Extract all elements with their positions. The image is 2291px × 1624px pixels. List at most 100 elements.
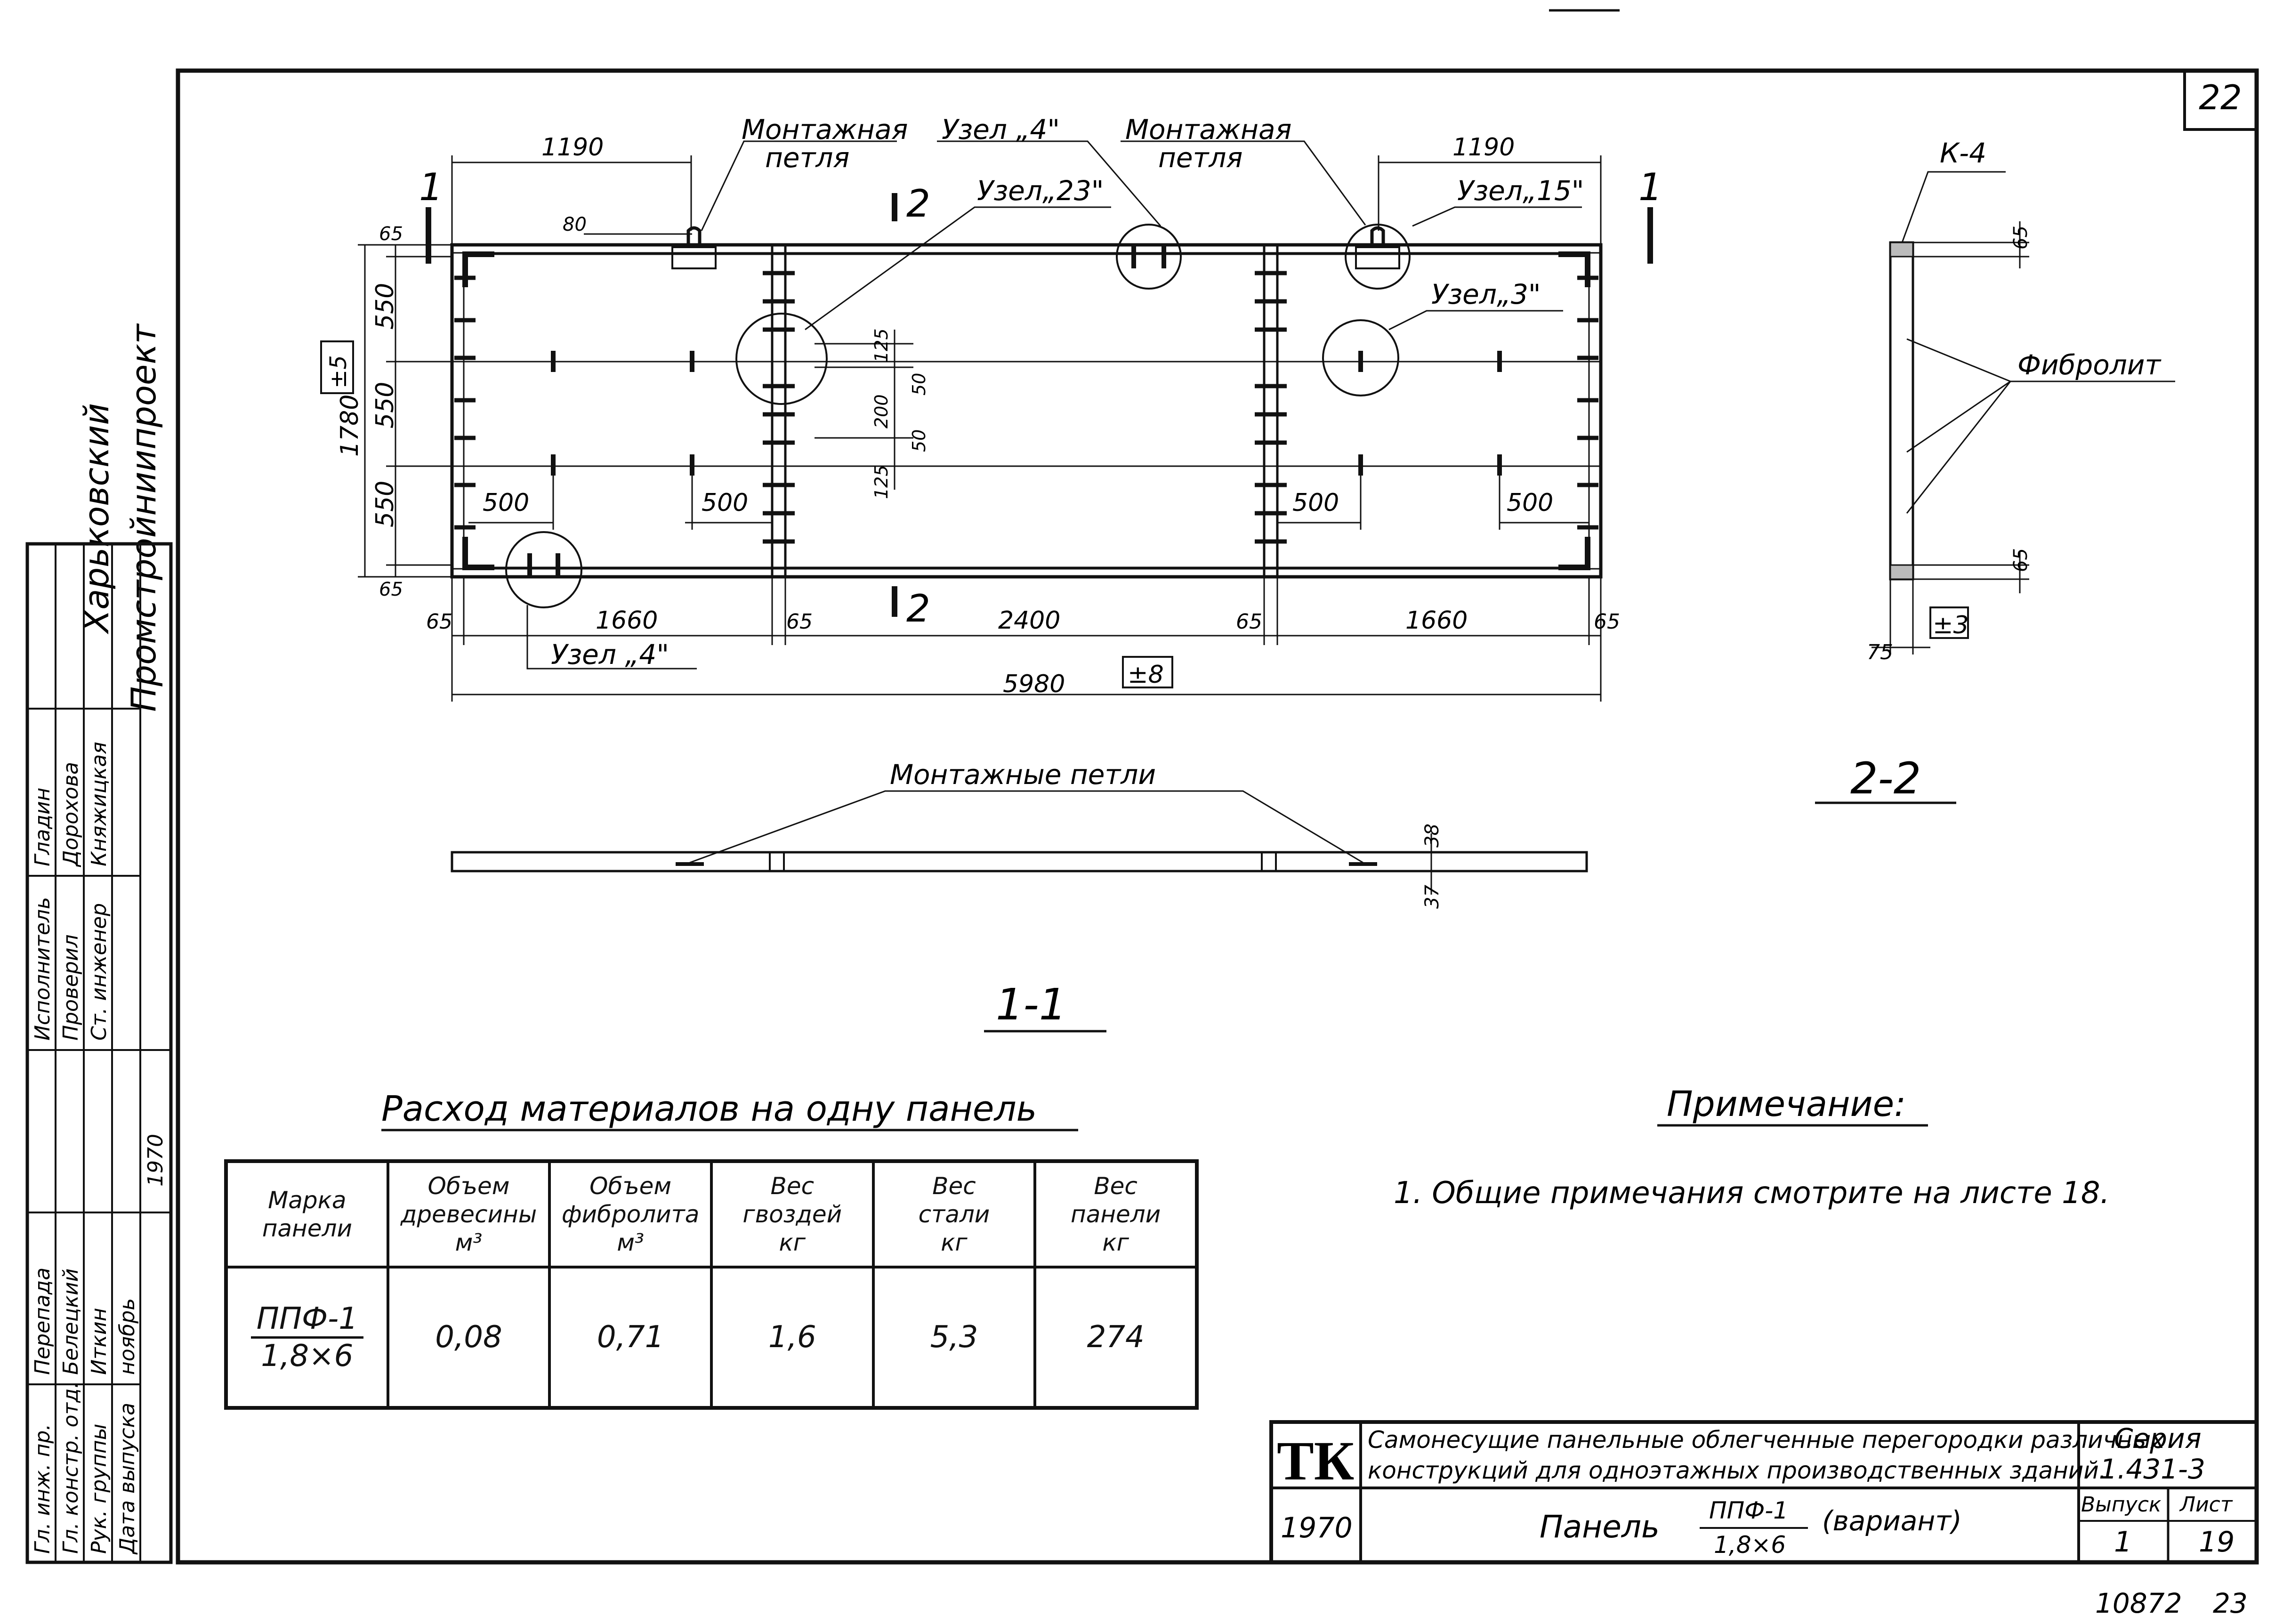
section-cuts [426, 193, 1653, 617]
stamp-role-0: Гл. инж. пр. [31, 1424, 55, 1554]
materials-title: Расход материалов на одну панель [381, 1089, 1037, 1129]
org-name: Харьковский Промстройниипроект [77, 323, 163, 712]
section-2-2-tol: ±3 [1933, 611, 1969, 639]
section-1-1-title: 1-1 [996, 979, 1066, 1030]
org-name-line2: Промстройниипроект [124, 323, 163, 712]
cell-nails: 1,6 [710, 1266, 875, 1409]
section-mark-2-top: 2 [906, 182, 930, 226]
title-block [1269, 1420, 2259, 1564]
tb-sheet-label: Лист [2179, 1493, 2233, 1517]
tb-logo: ТК [1277, 1430, 1354, 1492]
footer-page: 23 [2213, 1587, 2248, 1619]
footer-code: 10872 [2095, 1587, 2182, 1619]
title-block-text: ТК Самонесущие панельные облегченные пер… [1277, 1422, 2235, 1559]
panel-elevation [450, 224, 1603, 608]
label-loop-right-1: Монтажная [1125, 113, 1291, 145]
cell-steel: 5,3 [871, 1266, 1037, 1409]
note-title: Примечание: [1667, 1084, 1906, 1124]
cell-wood: 0,08 [386, 1266, 551, 1409]
dim-edge-bottom: 65 [379, 579, 403, 600]
dim-inner-125b: 125 [871, 465, 892, 499]
section-2-2-title: 2-2 [1850, 753, 1921, 804]
stamp-name-2: Иткин [87, 1308, 111, 1375]
loop-left [671, 246, 717, 269]
section-mark-2-bottom: 2 [906, 587, 930, 630]
stamp-performer-name-0: Гладин [31, 788, 55, 866]
stamp-role-3: Дата выпуска [115, 1403, 139, 1555]
section-2-2-material: Фибролит [2017, 349, 2162, 381]
stamp-performer-name-1: Дорохова [59, 762, 83, 867]
section-1-1-body [451, 851, 1588, 873]
stamp-date-year: 1970 [144, 1134, 168, 1187]
dimension-lines [358, 140, 1602, 702]
dim-v1: 550 [371, 283, 399, 330]
height-tol-box [320, 340, 354, 394]
org-name-line1: Харьковский [77, 403, 116, 635]
tb-name-bottom: 1,8×6 [1714, 1531, 1786, 1559]
dim-height-tol: ±5 [325, 355, 352, 388]
dim-b65-c: 65 [1236, 610, 1262, 634]
label-loop-left-2: петля [765, 142, 849, 174]
label-node4-top: Узел „4" [942, 113, 1060, 145]
label-node23: Узел„23" [977, 175, 1104, 207]
node-4-top-circle [1116, 224, 1182, 290]
tb-year: 1970 [1281, 1511, 1353, 1544]
stamp-performer-role-1: Проверил [59, 934, 83, 1041]
tb-issue-label: Выпуск [2081, 1493, 2162, 1517]
dim-height-total: 1780 [336, 395, 364, 457]
section-2-2-dim-top: 65 [2010, 226, 2032, 250]
stamp-name-3: ноябрь [115, 1298, 139, 1375]
panel-outline [450, 243, 1603, 579]
node-23-circle [735, 313, 828, 405]
stamp-role-2: Рук. группы [87, 1424, 111, 1554]
tb-name-top: ППФ-1 [1709, 1497, 1788, 1524]
dim-500-c: 500 [1292, 489, 1339, 517]
dim-b2400: 2400 [998, 606, 1060, 635]
label-node4-bottom: Узел „4" [551, 638, 669, 671]
corner-bl [462, 537, 494, 570]
section-1-1 [451, 790, 1588, 895]
stamp-performer-role-2: Ст. инженер [87, 903, 111, 1041]
dim-inner-50b: 50 [909, 429, 929, 452]
stamp-name-1: Белецкий [59, 1268, 83, 1375]
label-loop-left-1: Монтажная [742, 113, 908, 145]
stamp-performer-name-2: Княжицкая [87, 742, 111, 866]
total-tol-box [1122, 656, 1173, 688]
tb-desc-l1: Самонесущие панельные облегченные перего… [1368, 1426, 2165, 1454]
section-mark-1-right: 1 [1638, 165, 1662, 209]
section-1-1-dim-b: 37 [1421, 885, 1443, 909]
nail-marks [527, 245, 1502, 577]
node-3-circle [1322, 319, 1399, 396]
dim-edge-top: 65 [379, 223, 403, 245]
dim-inner-200: 200 [871, 394, 892, 428]
stamp-block: Гл. инж. пр. Гл. констр. отд. Рук. групп… [25, 542, 173, 1564]
sheet-number: 22 [2199, 78, 2242, 117]
dim-b65-d: 65 [1594, 610, 1620, 634]
loop-right [1355, 246, 1400, 269]
corner-tl [462, 251, 494, 287]
dim-top-left: 1190 [541, 133, 604, 162]
node-15-circle [1345, 224, 1411, 290]
stamp-performer-role-0: Исполнитель [31, 897, 55, 1041]
section-2-2-body [1889, 241, 1914, 581]
dim-b1660-a: 1660 [596, 606, 658, 635]
sheet-frame [176, 68, 2259, 1565]
stamp-name-0: Перепада [31, 1268, 55, 1375]
section-1-1-dim-a: 38 [1421, 824, 1443, 848]
stamp-role-1: Гл. констр. отд. [59, 1382, 83, 1554]
section-2-2-thickness: 75 [1867, 640, 1893, 664]
cell-panel: 274 [1033, 1266, 1198, 1409]
label-node15: Узел„15" [1457, 175, 1584, 207]
label-node3: Узел„3" [1431, 278, 1541, 310]
corner-tr [1558, 251, 1590, 287]
label-loop-right-2: петля [1158, 142, 1242, 174]
tb-sheet-value: 19 [2199, 1526, 2235, 1559]
